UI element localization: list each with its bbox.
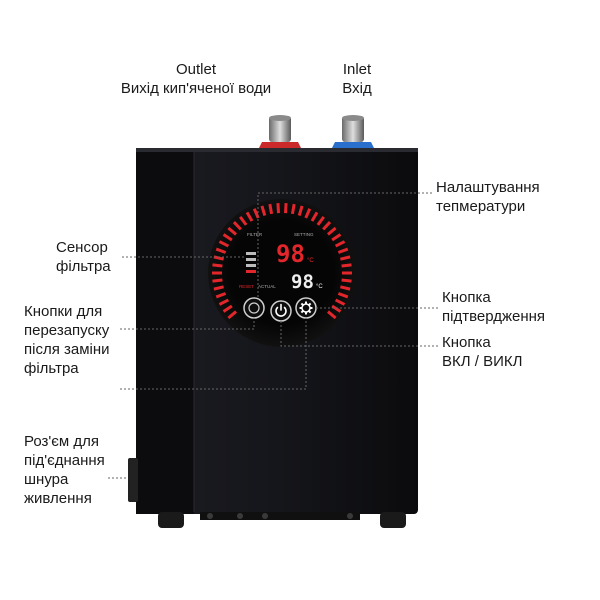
ring-tick: [245, 211, 254, 222]
filter-reset-line3: після заміни: [24, 341, 110, 358]
power-button-callout: Кнопка ВКЛ / ВИКЛ: [442, 333, 582, 371]
ring-tick: [227, 226, 238, 236]
filter-sensor-line1: Сенсор: [56, 239, 108, 256]
setting-temperature: 98: [276, 240, 305, 268]
outlet-callout: Outlet Вихід кип'яченої води: [96, 60, 296, 98]
filter-reset-line4: фільтра: [24, 360, 79, 377]
power-button[interactable]: [270, 300, 292, 322]
filter-sensor-callout: Сенсор фільтра: [56, 238, 136, 276]
reset-label: RESET: [239, 284, 254, 289]
temperature-ring-ticks: [212, 203, 352, 320]
ring-tick: [212, 263, 223, 268]
ring-tick: [222, 233, 233, 242]
ring-tick: [218, 298, 230, 306]
ring-tick: [276, 203, 281, 214]
ring-tick: [232, 221, 242, 231]
ring-tick: [340, 285, 351, 291]
socket-line2: під'єднання: [24, 452, 105, 469]
outlet-label-ua: Вихід кип'яченої води: [120, 80, 272, 97]
setting-label: SETTING: [294, 232, 314, 237]
ring-tick: [334, 240, 346, 248]
power-socket-callout: Роз'єм для під'єднання шнура живлення: [24, 432, 124, 508]
confirm-button[interactable]: [295, 297, 317, 319]
ring-tick: [322, 221, 332, 231]
confirm-line1: Кнопка: [442, 289, 491, 306]
outlet-label-en: Outlet: [175, 61, 217, 78]
ring-tick: [337, 292, 349, 299]
ring-tick: [227, 310, 238, 320]
ring-tick: [337, 247, 349, 254]
ring-tick: [283, 203, 288, 214]
ring-tick: [334, 298, 346, 306]
ring-tick: [215, 292, 227, 299]
filter-sensor-indicator: [246, 252, 256, 273]
actual-unit: °C: [316, 284, 323, 290]
ring-tick: [222, 304, 233, 313]
ring-tick: [326, 226, 337, 236]
temp-setting-callout: Налаштування тепмератури: [436, 178, 576, 216]
inlet-label-ua: Вхід: [342, 80, 372, 97]
ring-tick: [316, 215, 326, 226]
socket-line4: живлення: [24, 490, 92, 507]
ring-tick: [341, 263, 352, 268]
ring-tick: [304, 208, 312, 219]
ring-tick: [310, 211, 319, 222]
ring-tick: [268, 203, 274, 215]
ring-tick: [297, 205, 304, 216]
gear-icon: [299, 301, 313, 315]
ring-tick: [215, 247, 227, 254]
inlet-label-en: Inlet: [342, 61, 372, 78]
filter-reset-button[interactable]: [243, 297, 265, 319]
filter-label: FILTER: [247, 232, 263, 237]
ring-tick: [331, 304, 342, 313]
ring-tick: [341, 278, 352, 283]
circle-icon: [248, 302, 260, 314]
actual-label: ACTUAL: [258, 284, 276, 289]
confirm-line2: підтвердження: [442, 308, 546, 325]
socket-line1: Роз'єм для: [24, 433, 100, 450]
power-icon: [275, 303, 287, 317]
ring-tick: [326, 310, 337, 320]
ring-tick: [212, 278, 223, 283]
temp-setting-line2: тепмератури: [436, 198, 526, 215]
ring-tick: [218, 240, 230, 248]
ring-tick: [290, 203, 296, 215]
ring-tick: [260, 205, 267, 216]
setting-unit: °C: [307, 258, 314, 264]
inlet-callout: Inlet Вхід: [322, 60, 392, 98]
confirm-button-callout: Кнопка підтвердження: [442, 288, 582, 326]
socket-line3: шнура: [24, 471, 69, 488]
ring-tick: [213, 285, 224, 291]
ring-tick: [331, 233, 342, 242]
ring-tick: [340, 255, 351, 261]
power-line1: Кнопка: [442, 334, 491, 351]
actual-temperature: 98: [291, 271, 314, 293]
control-display: FILTER SETTING 98 °C ACTUAL 98 °C RESET: [208, 199, 356, 347]
power-socket: [128, 458, 138, 502]
callout-lines: [108, 192, 438, 479]
filter-reset-callout: Кнопки для перезапуску після заміни філь…: [24, 302, 134, 378]
temp-setting-line1: Налаштування: [436, 179, 540, 196]
filter-reset-line1: Кнопки для: [24, 303, 103, 320]
device-feet: [158, 512, 406, 528]
filter-sensor-line2: фільтра: [56, 258, 111, 275]
power-line2: ВКЛ / ВИКЛ: [442, 353, 523, 370]
ring-tick: [238, 215, 248, 226]
filter-reset-line2: перезапуску: [24, 322, 110, 339]
